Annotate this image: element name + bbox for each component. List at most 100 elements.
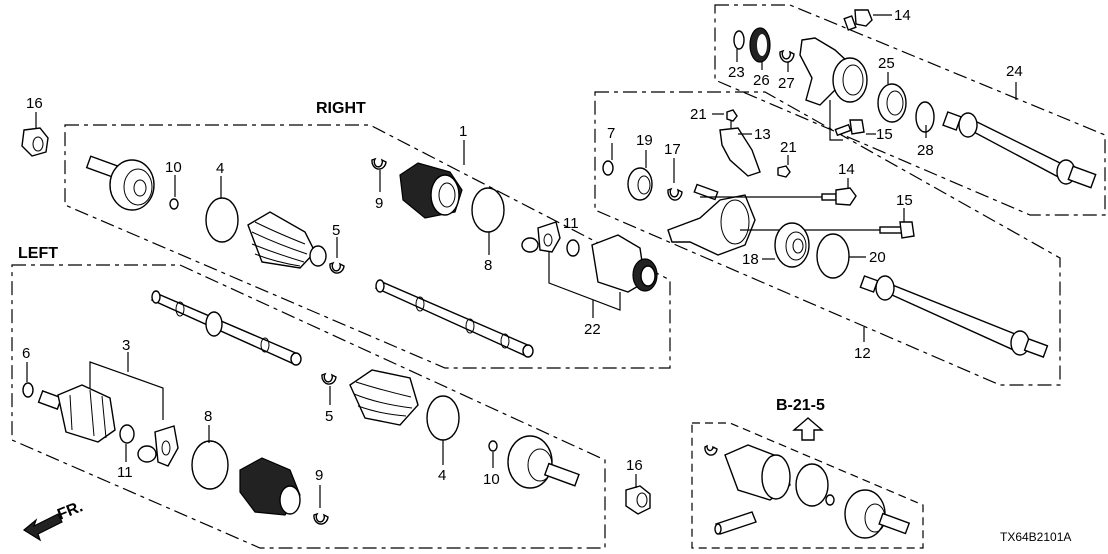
half-shaft-upper-group-outline [714,4,1106,216]
right-boot-band-8[interactable] [471,187,505,233]
snap-ring-28[interactable] [915,101,935,133]
front-direction-arrow-icon [22,513,63,542]
callout-10-left: 10 [483,471,500,488]
bolt-14-upper[interactable] [843,9,873,31]
callout-19: 19 [636,132,653,149]
nut-16-upper[interactable] [21,112,49,157]
bolt-14-lower[interactable] [700,187,857,206]
callout-15-lower: 15 [896,192,913,209]
callout-6: 6 [22,345,30,362]
oil-seal-19[interactable] [627,167,653,201]
callout-14-upper: 14 [894,7,911,24]
circlip-27[interactable] [779,49,795,63]
callout-3: 3 [122,337,130,354]
right-inner-boot[interactable] [399,162,463,219]
callout-18: 18 [742,251,759,268]
circlip-7[interactable] [602,160,614,176]
right-boot-band-4[interactable] [205,197,239,243]
callout-11-right: 11 [563,215,579,232]
kit-boot-clamp-small[interactable] [704,444,718,456]
bearing-18[interactable] [774,222,810,268]
bolt-15-lower[interactable] [740,221,915,239]
kit-outer-boot[interactable] [724,444,791,501]
right-tripod-joint[interactable] [521,221,561,253]
callout-25: 25 [878,55,895,72]
callout-24: 24 [1006,63,1023,80]
front-indicator-label: FR. [55,498,85,523]
bolt-15-upper[interactable] [834,119,865,137]
right-shaft[interactable] [374,279,534,358]
left-circlip-11[interactable] [119,424,135,444]
left-boot-band-4[interactable] [426,395,460,441]
callout-11-left: 11 [117,464,133,481]
callout-23: 23 [728,64,745,81]
callout-8-left: 8 [204,408,212,425]
callout-8-right: 8 [484,257,492,274]
right-boot-clamp-5[interactable] [329,261,345,274]
reference-heading[interactable]: B-21-5 [776,397,825,414]
left-tripod-joint[interactable] [137,425,179,467]
left-outer-cv-joint[interactable] [507,435,580,489]
left-inner-cv-housing[interactable] [37,384,116,443]
intermediate-shaft-12[interactable] [859,275,1049,358]
bolt-21-lower[interactable] [777,165,791,178]
right-boot-clamp-9[interactable] [371,157,387,170]
bearing-25[interactable] [877,83,907,123]
right-circlip-11[interactable] [566,239,580,257]
callout-9-right: 9 [375,195,383,212]
callout-21-lower: 21 [780,139,797,156]
callout-22: 22 [584,321,601,338]
left-boot-clamp-5[interactable] [321,372,337,385]
callout-7: 7 [607,125,615,142]
callout-5-right: 5 [332,222,340,239]
kit-boot-band[interactable] [795,463,829,507]
right-circlip-10[interactable] [169,198,179,210]
right-outer-cv-joint[interactable] [85,155,155,211]
left-circlip-6[interactable] [22,382,34,398]
right-inner-cv-housing[interactable] [591,234,658,293]
left-boot-band-8[interactable] [191,440,229,490]
callout-21-upper: 21 [690,106,707,123]
half-shaft-24[interactable] [942,111,1097,189]
left-shaft[interactable] [150,290,302,366]
left-inner-boot[interactable] [239,457,301,516]
callout-15-upper: 15 [876,126,893,143]
nut-16-lower[interactable] [625,474,651,515]
left-outer-boot[interactable] [349,369,419,426]
kit-circlip[interactable] [825,494,835,506]
intermediate-shaft-group-outline [594,91,1061,386]
left-heading: LEFT [18,245,58,262]
boot-kit-group-outline [691,422,924,549]
kit-grease-tube[interactable] [714,511,757,535]
right-heading: RIGHT [316,100,366,117]
callout-16-lower: 16 [626,457,643,474]
callout-4-right: 4 [216,160,224,177]
snap-ring-20[interactable] [816,233,850,279]
callout-16-upper: 16 [26,95,43,112]
heat-shield-13[interactable] [719,127,761,177]
diagram-code: TX64B2101A [1000,530,1071,544]
bolt-21-upper[interactable] [726,109,738,128]
left-boot-clamp-9[interactable] [313,512,329,525]
callout-27: 27 [778,75,795,92]
kit-outer-cv-joint[interactable] [844,489,911,539]
left-circlip-10[interactable] [488,440,498,452]
bearing-support-bracket[interactable] [667,183,756,256]
callout-9-left: 9 [315,467,323,484]
callout-28: 28 [917,142,934,159]
right-outer-boot[interactable] [247,211,327,269]
callout-5-left: 5 [325,408,333,425]
circlip-17[interactable] [667,187,683,201]
callout-10-right: 10 [165,159,182,176]
oil-seal-26[interactable] [749,27,771,63]
bearing-bracket-upper[interactable] [799,37,868,106]
callout-17: 17 [664,141,681,158]
callout-26: 26 [753,72,770,89]
callout-4-left: 4 [438,467,446,484]
callout-13: 13 [754,126,771,143]
reference-up-arrow-icon [792,417,824,441]
snap-ring-23[interactable] [733,30,745,50]
callout-14-lower: 14 [838,161,855,178]
callout-1: 1 [459,123,467,140]
